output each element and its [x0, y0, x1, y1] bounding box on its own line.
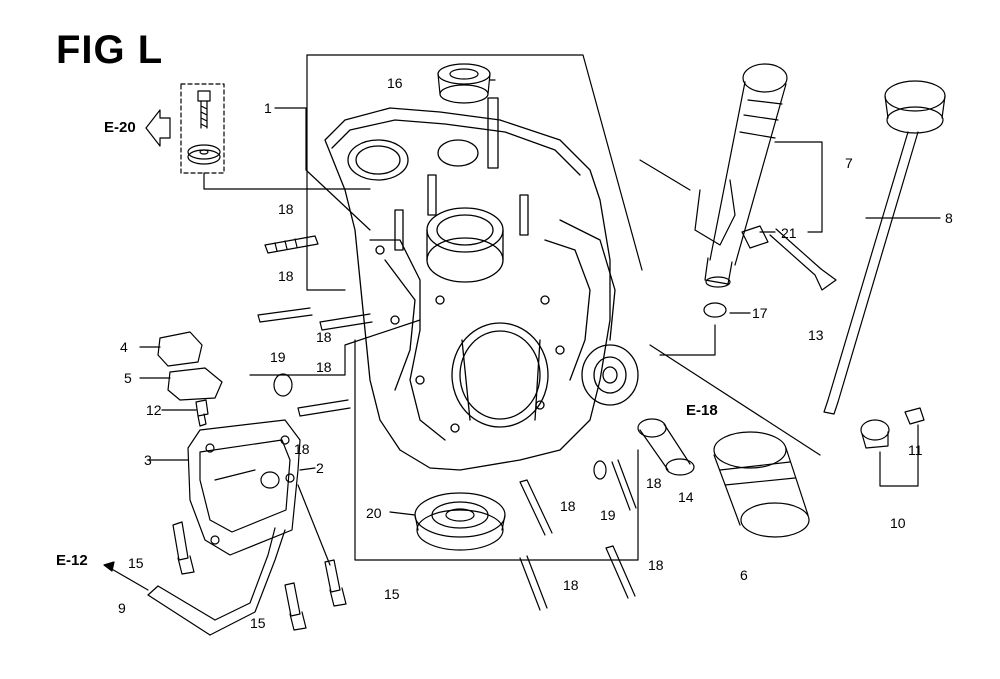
callout-18: 18	[278, 201, 294, 217]
callout-18: 18	[278, 268, 294, 284]
filter-nipple-icon	[637, 418, 695, 476]
drain-plug-icon	[860, 407, 925, 449]
callout-1: 1	[264, 100, 272, 116]
breather-cover-icon	[187, 419, 301, 556]
callout-18: 18	[316, 329, 332, 345]
callout-6: 6	[740, 567, 748, 583]
oil-seal-icon	[437, 63, 491, 104]
callout-19: 19	[600, 507, 616, 523]
callout-labels: 1 2 3 4 5 6 7 8 9 10 11 12 13 14 15 15 1…	[118, 75, 953, 631]
callout-18: 18	[560, 498, 576, 514]
bearing-icon	[414, 492, 506, 551]
callout-21: 21	[781, 225, 797, 241]
callout-15: 15	[250, 615, 266, 631]
bolt-icon	[324, 559, 347, 607]
bolt-washer-box	[180, 83, 225, 174]
callout-10: 10	[890, 515, 906, 531]
assembly-bracket	[306, 54, 643, 271]
callout-18: 18	[316, 359, 332, 375]
callout-15: 15	[128, 555, 144, 571]
bolt-icon	[769, 228, 837, 291]
callout-3: 3	[144, 452, 152, 468]
callout-12: 12	[146, 402, 162, 418]
bolt-icon	[284, 582, 307, 631]
callout-18: 18	[646, 475, 662, 491]
callout-17: 17	[752, 305, 768, 321]
o-ring-icon	[703, 302, 727, 318]
grommet-icon	[741, 225, 769, 249]
washer-icon	[187, 144, 221, 165]
reference-arrow-icon	[145, 109, 171, 147]
callout-11: 11	[908, 442, 923, 458]
reference-e20: E-20	[104, 119, 136, 136]
breather-tube-icon	[147, 527, 286, 636]
dowel-pin-icon	[593, 460, 607, 480]
dowel-pin-icon	[273, 373, 293, 397]
oil-filler-tube-icon	[694, 63, 788, 288]
figure-title: FIG L	[56, 28, 164, 72]
callout-5: 5	[124, 370, 132, 386]
callout-18: 18	[294, 441, 310, 457]
bolt-icon	[195, 399, 209, 427]
callout-18: 18	[648, 557, 664, 573]
callout-7: 7	[845, 155, 853, 171]
crankcase-body	[324, 97, 639, 471]
reference-e12: E-12	[56, 552, 88, 569]
callout-20: 20	[366, 505, 382, 521]
reference-e18: E-18	[686, 402, 718, 419]
stud-icon	[257, 235, 637, 611]
cap-icon	[157, 331, 203, 367]
callout-18: 18	[563, 577, 579, 593]
callout-4: 4	[120, 339, 128, 355]
cap-icon	[167, 367, 223, 401]
callout-16: 16	[387, 75, 403, 91]
bolt-icon	[197, 90, 211, 129]
callout-13: 13	[808, 327, 824, 343]
bolt-icon	[172, 521, 195, 575]
oil-filter-icon	[713, 431, 810, 538]
callout-14: 14	[678, 489, 694, 505]
callout-8: 8	[945, 210, 953, 226]
callout-2: 2	[316, 460, 324, 476]
dipstick-icon	[823, 80, 946, 415]
callout-15: 15	[384, 586, 400, 602]
callout-19: 19	[270, 349, 286, 365]
callout-9: 9	[118, 600, 126, 616]
